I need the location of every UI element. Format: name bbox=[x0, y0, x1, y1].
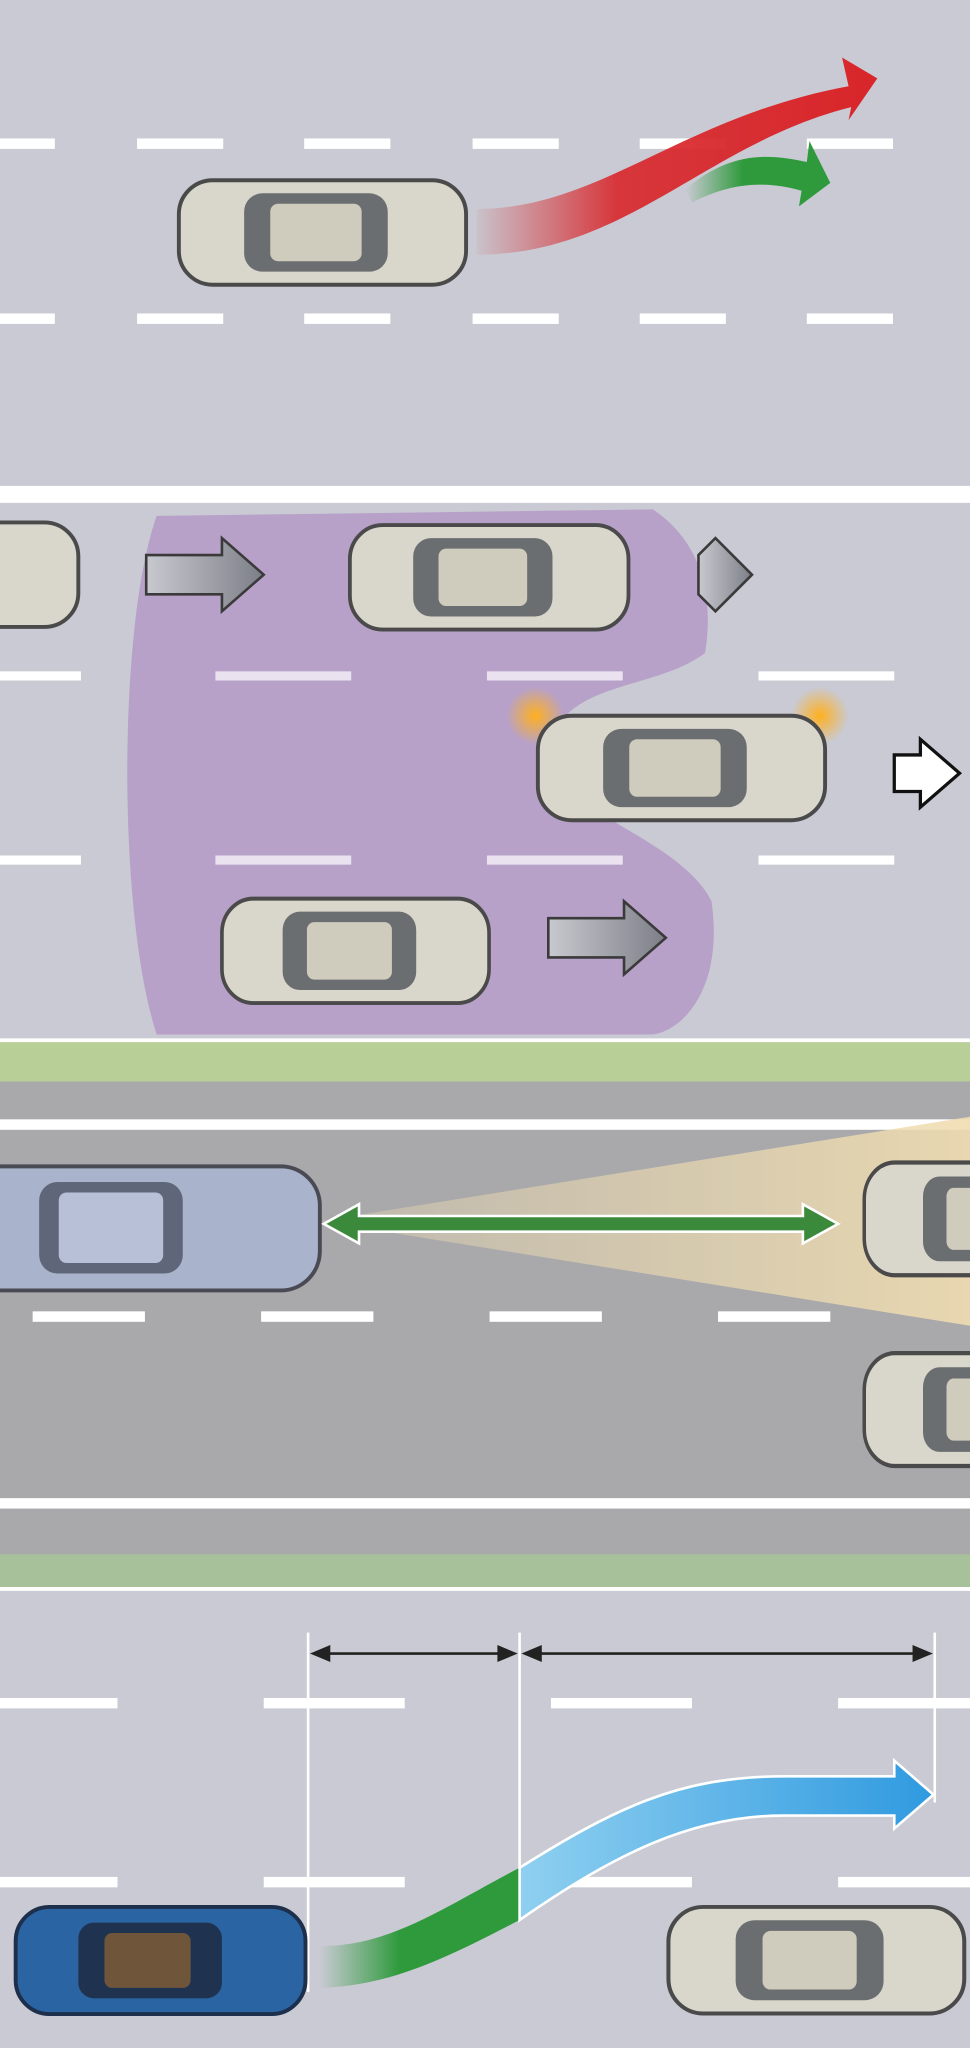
verge bbox=[0, 1042, 970, 1082]
blue-path bbox=[518, 1757, 936, 1923]
car bbox=[176, 178, 469, 287]
measurement-lines bbox=[306, 1632, 937, 1992]
car bbox=[864, 1162, 970, 1275]
dimension-arrows bbox=[309, 1645, 933, 1663]
car bbox=[347, 523, 631, 632]
car bbox=[535, 713, 828, 823]
car bbox=[219, 896, 492, 1006]
panel-lane-change-assistant bbox=[0, 1590, 970, 2048]
lane-markings bbox=[32, 1311, 831, 1322]
motion-arrow bbox=[144, 535, 754, 978]
lane-markings bbox=[0, 671, 895, 865]
car bbox=[0, 1164, 322, 1293]
motion-arrow-white bbox=[892, 735, 963, 811]
car bbox=[0, 520, 81, 629]
green-path bbox=[319, 1867, 520, 1988]
car bbox=[864, 1353, 970, 1466]
lane-markings bbox=[0, 1697, 970, 1888]
verge bbox=[0, 1554, 970, 1587]
red-arrow bbox=[476, 57, 878, 255]
distance-arrow bbox=[321, 1202, 841, 1246]
panel-distance-control bbox=[0, 1042, 970, 1587]
green-arrow bbox=[685, 141, 831, 207]
panel-blind-spot bbox=[0, 502, 970, 1039]
car bbox=[13, 1904, 308, 2016]
panel-lane-change bbox=[0, 0, 970, 486]
car bbox=[668, 1907, 964, 2014]
